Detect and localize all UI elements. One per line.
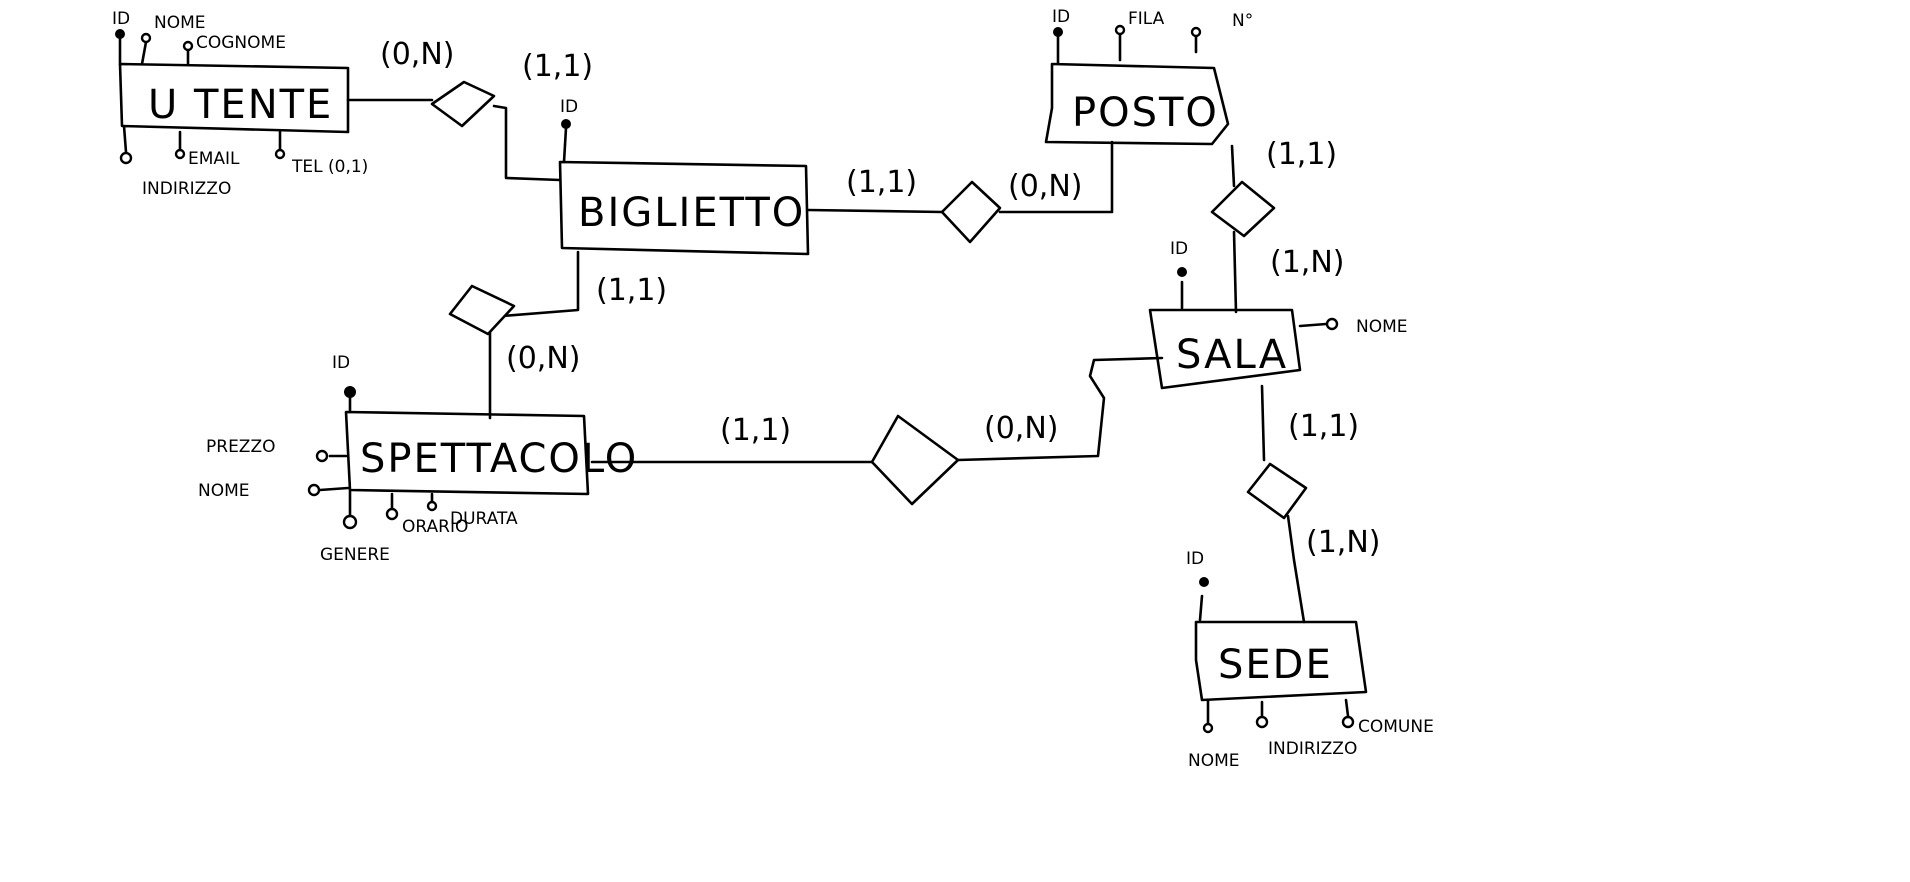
attributes-sede: ID NOME INDIRIZZO COMUNE [1186, 549, 1434, 771]
attr-spettacolo-id: ID [332, 353, 350, 373]
link-rel-acquista-biglietto [492, 104, 562, 182]
link-biglietto-rel-spettacolo [500, 250, 580, 318]
attr-spettacolo-durata: DURATA [450, 509, 518, 529]
card-biglietto-posto-b: (1,1) [846, 165, 917, 200]
entity-biglietto-box [558, 160, 810, 256]
attr-posto-fila: FILA [1128, 9, 1165, 29]
attr-utente-email: EMAIL [188, 149, 240, 169]
attributes-utente: ID NOME COGNOME INDIRIZZO EMAIL TEL (0,1… [112, 9, 368, 199]
attr-utente-tel: TEL (0,1) [291, 157, 368, 177]
card-sala-sede-sa: (1,1) [1288, 409, 1359, 444]
attr-utente-indirizzo: INDIRIZZO [142, 179, 231, 199]
entity-posto-label: POSTO [1072, 90, 1219, 136]
attr-sede-indirizzo: INDIRIZZO [1268, 739, 1357, 759]
attr-sede-comune: COMUNE [1358, 717, 1434, 737]
attr-sede-nome: NOME [1188, 751, 1240, 771]
relationship-biglietto-posto [940, 180, 1002, 244]
attributes-posto: ID FILA N° [1052, 7, 1253, 66]
card-biglietto-spettacolo-s: (0,N) [506, 341, 580, 376]
attr-biglietto-id: ID [560, 97, 578, 117]
relationship-posto-sala [1210, 180, 1276, 238]
card-spettacolo-sala-sa: (0,N) [984, 411, 1058, 446]
link-rel-programma-sala [956, 356, 1164, 462]
relationship-sala-sede [1246, 462, 1308, 520]
attributes-spettacolo: ID PREZZO NOME GENERE ORARIO DURATA [198, 353, 518, 565]
attr-utente-id: ID [112, 9, 130, 29]
entity-sala-box [1148, 308, 1302, 390]
card-biglietto-spettacolo-b: (1,1) [596, 273, 667, 308]
entity-utente-label: U TENTE [148, 82, 333, 128]
link-rel-sala-sala [1232, 230, 1238, 314]
attr-utente-cognome: COGNOME [196, 33, 286, 53]
entity-biglietto-label: BIGLIETTO [578, 190, 805, 236]
link-sala-rel-sede [1260, 384, 1266, 462]
link-rel-posto-posto [998, 140, 1114, 214]
attr-posto-num: N° [1232, 11, 1253, 31]
entity-utente-box [118, 62, 350, 134]
relationship-utente-biglietto [430, 80, 496, 128]
card-utente-acquista: (0,N) [380, 37, 454, 72]
card-spettacolo-sala-sp: (1,1) [720, 413, 791, 448]
card-sala-sede-se: (1,N) [1306, 525, 1380, 560]
link-posto-rel-sala [1230, 144, 1236, 188]
entity-sala-label: SALA [1176, 332, 1288, 378]
attr-spettacolo-genere: GENERE [320, 545, 390, 565]
card-biglietto-acquista: (1,1) [522, 49, 593, 84]
attr-utente-nome: NOME [154, 13, 206, 33]
entity-sede-box [1194, 620, 1368, 702]
attr-spettacolo-orario: ORARIO [402, 517, 468, 537]
link-biglietto-rel-posto [806, 208, 944, 214]
attributes-biglietto: ID [560, 97, 578, 164]
entity-spettacolo-label: SPETTACOLO [360, 436, 638, 482]
entity-sede-label: SEDE [1218, 642, 1333, 688]
card-posto-sala-p: (1,1) [1266, 137, 1337, 172]
attr-spettacolo-nome: NOME [198, 481, 250, 501]
attr-spettacolo-prezzo: PREZZO [206, 437, 275, 457]
attr-sede-id: ID [1186, 549, 1204, 569]
attr-sala-id: ID [1170, 239, 1188, 259]
link-rel-sede-sede [1286, 514, 1306, 624]
entity-posto-box [1044, 62, 1230, 146]
attr-sala-nome: NOME [1356, 317, 1408, 337]
card-posto-sala-s: (1,N) [1270, 245, 1344, 280]
relationship-biglietto-spettacolo [448, 284, 516, 336]
attr-posto-id: ID [1052, 7, 1070, 27]
card-biglietto-posto-p: (0,N) [1008, 169, 1082, 204]
relationship-spettacolo-sala [870, 414, 960, 506]
entity-spettacolo-box [344, 410, 590, 496]
attributes-sala: ID NOME [1170, 239, 1408, 337]
